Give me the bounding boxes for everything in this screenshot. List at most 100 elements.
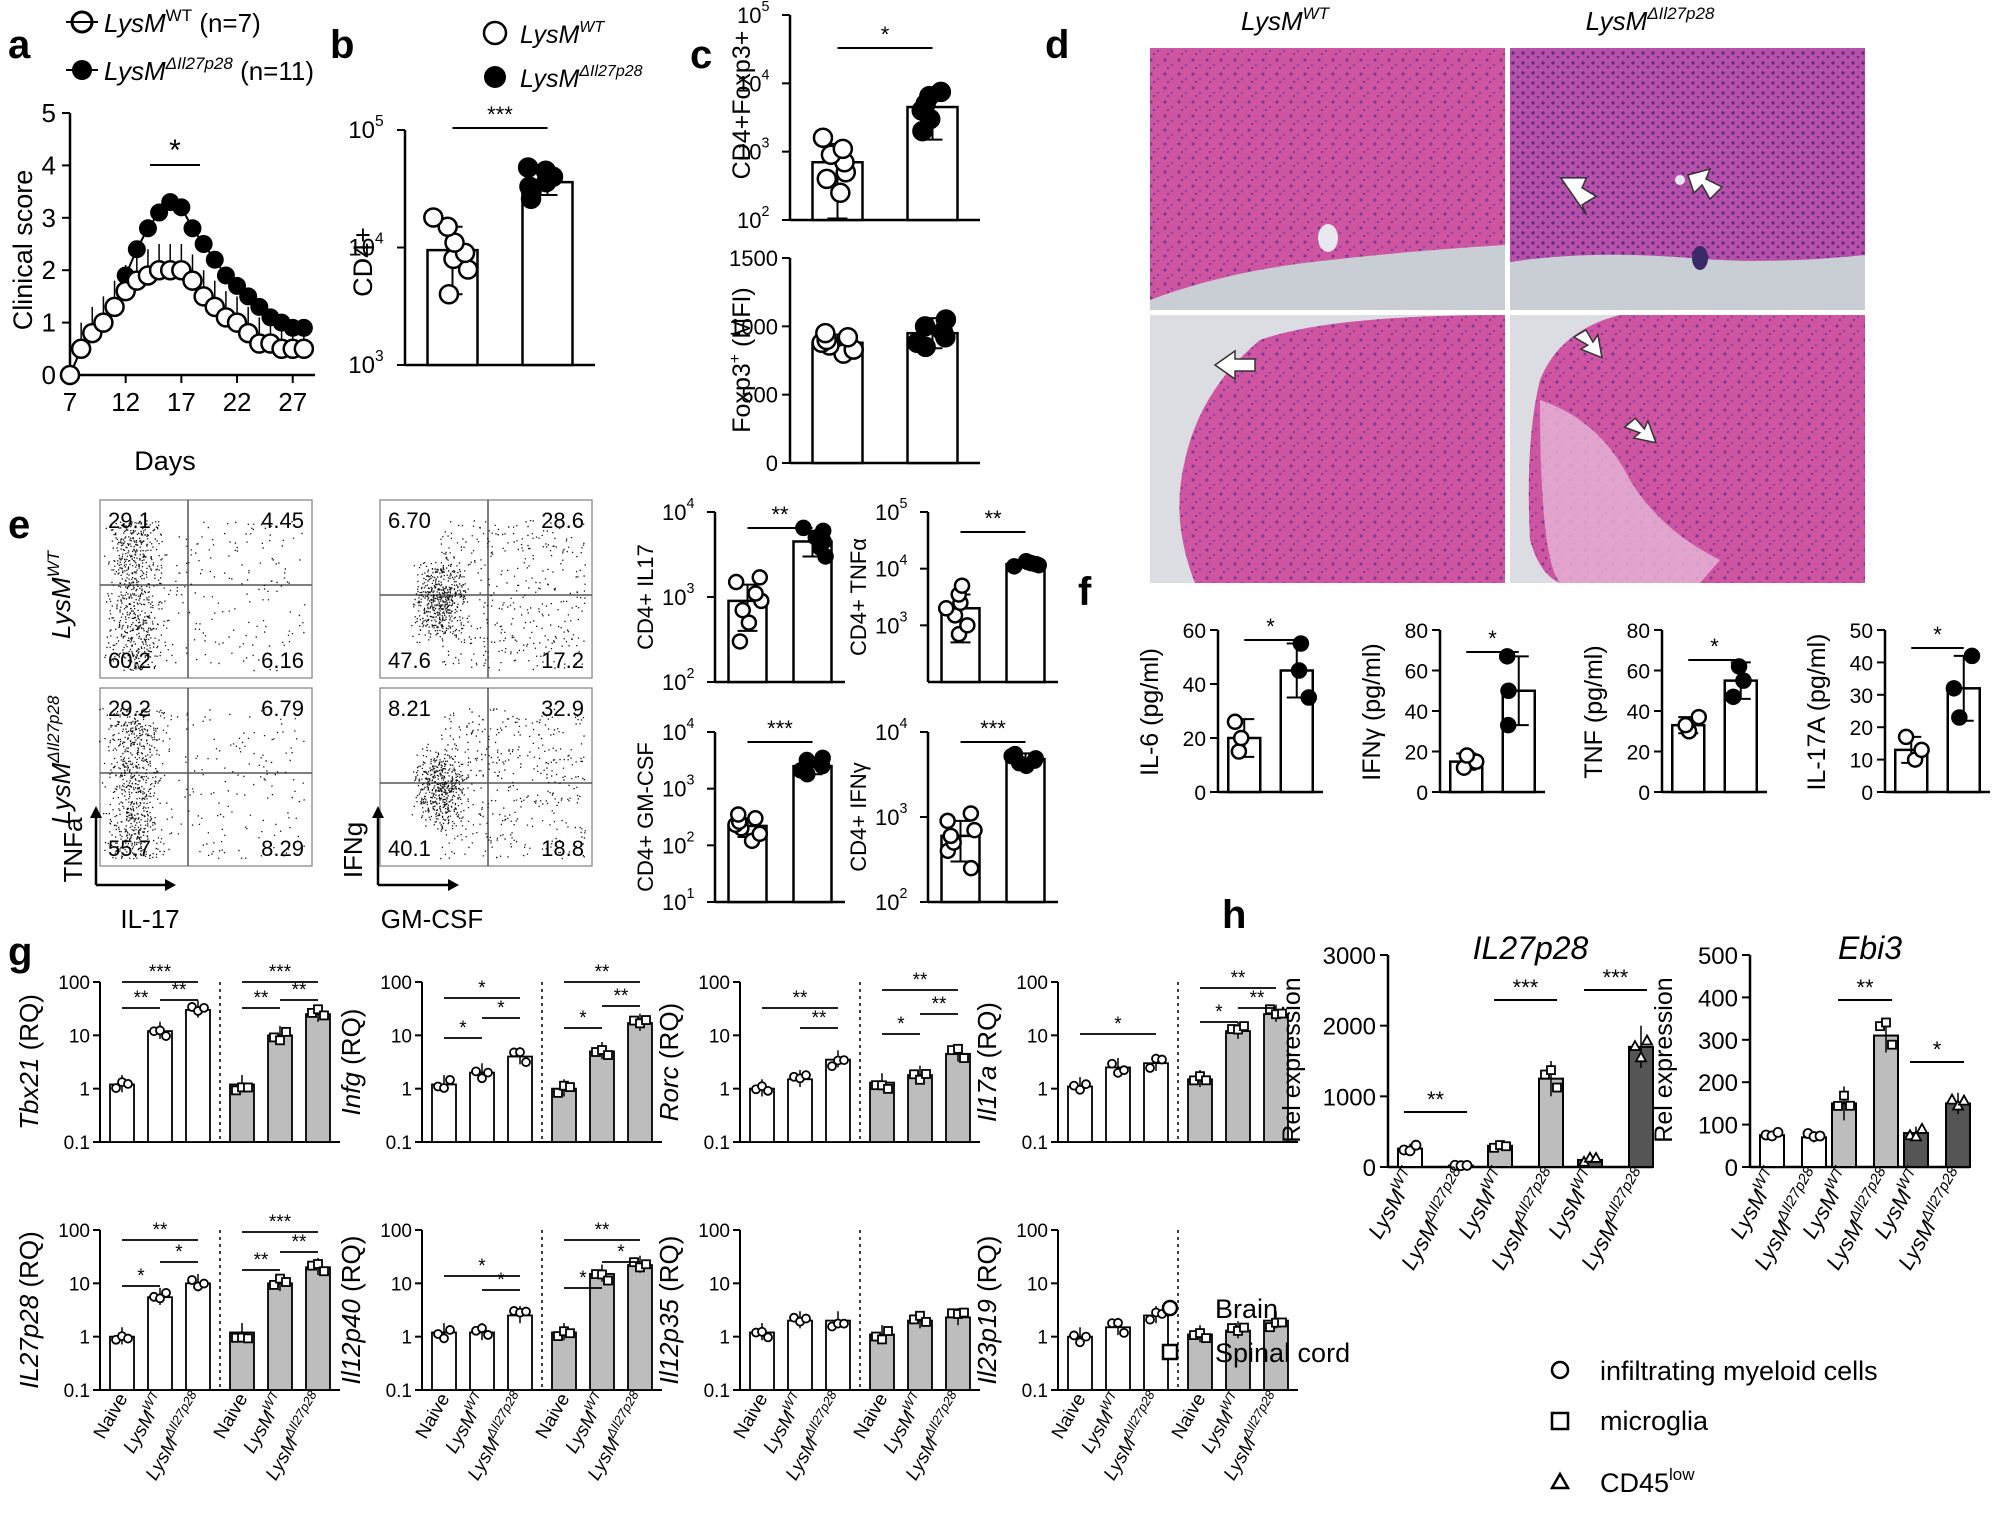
y-tick-label: 0 — [1638, 782, 1650, 805]
y-tick-label: 104 — [662, 716, 694, 745]
data-point — [1107, 1058, 1117, 1069]
y-tick-label: 104 — [662, 496, 694, 525]
data-point — [1195, 1328, 1205, 1338]
data-point — [1292, 635, 1310, 652]
data-point — [930, 81, 952, 103]
flow-plot-frame — [99, 687, 313, 867]
expression-bar — [267, 1282, 293, 1391]
y-tick-label: 103 — [875, 609, 907, 638]
data-point — [445, 1325, 455, 1335]
data-point — [565, 1082, 575, 1093]
data-point — [827, 1061, 837, 1072]
significance-stars: ** — [913, 970, 928, 991]
data-point — [883, 1083, 893, 1094]
data-point — [603, 1275, 613, 1286]
data-point — [439, 1083, 449, 1093]
quadrant-percent: 47.6 — [388, 648, 431, 673]
panel-letter-e: e — [8, 503, 30, 547]
legend-ko-label: LysMΔIl27p28 (n=11) — [104, 54, 314, 86]
y-tick-label: 100 — [380, 973, 412, 994]
significance-stars: * — [497, 998, 505, 1019]
data-point — [1945, 1092, 1959, 1105]
expression-bar — [147, 1030, 173, 1143]
quadrant-percent: 40.1 — [388, 836, 431, 861]
quadrant-percent: 29.1 — [108, 508, 151, 533]
significance-stars: ** — [292, 980, 307, 1001]
data-point — [1772, 1127, 1784, 1138]
data-point — [1458, 747, 1476, 764]
data-point — [1145, 1314, 1155, 1325]
y-tick-label: 102 — [662, 829, 694, 858]
expression-bar — [431, 1083, 457, 1143]
expression-bar — [627, 1022, 653, 1143]
data-point — [1957, 1093, 1971, 1106]
data-point — [1546, 1065, 1556, 1076]
data-point — [959, 1307, 969, 1318]
y-tick-label: 10 — [69, 1026, 90, 1047]
expression-bar — [945, 1316, 971, 1391]
data-point — [962, 859, 980, 877]
data-point — [517, 157, 539, 178]
expression-bar — [589, 1050, 615, 1143]
significance-stars: ** — [292, 1232, 307, 1253]
y-tick-label: 5 — [42, 98, 56, 128]
data-point — [747, 585, 764, 602]
ko-data-point — [172, 198, 191, 217]
data-point — [814, 522, 832, 540]
panel-d: d LysMWT LysMΔIl27p28 — [1045, 4, 1865, 583]
y-tick-label: 0 — [1725, 1155, 1738, 1182]
data-point — [915, 1074, 925, 1085]
data-point — [1277, 1008, 1287, 1019]
data-point — [521, 1306, 531, 1317]
data-point — [1887, 1039, 1897, 1050]
flow-xlabel-1: IL-17 — [120, 904, 179, 934]
y-tick-label: 0 — [1194, 782, 1206, 805]
data-point — [161, 1031, 171, 1041]
y-tick-label: 20 — [1627, 742, 1650, 765]
y-tick-label: 0.1 — [386, 1381, 412, 1402]
data-point — [155, 1025, 165, 1036]
y-tick-label: 0.1 — [64, 1133, 90, 1154]
significance-stars: ** — [172, 980, 187, 1001]
data-point — [1027, 750, 1044, 767]
wt-data-point — [70, 338, 92, 360]
legend-microglia-label: microglia — [1600, 1406, 1709, 1436]
data-point — [1730, 658, 1748, 675]
data-point — [1634, 1050, 1648, 1063]
flow-plot-frame — [99, 499, 313, 679]
y-tick-label: 40 — [1183, 674, 1206, 697]
data-point — [1552, 1082, 1562, 1093]
data-point — [1690, 708, 1708, 726]
flow-row-wt: LysMWT — [44, 549, 76, 639]
data-point — [1075, 1337, 1085, 1348]
data-point — [161, 1287, 171, 1298]
data-point — [603, 1050, 613, 1060]
y-tick-label: 0 — [1363, 1155, 1376, 1182]
panel-letter-g: g — [8, 930, 32, 974]
significance-stars: * — [579, 1008, 587, 1029]
data-point — [281, 1026, 291, 1037]
significance-stars: * — [1266, 614, 1275, 639]
dotplot-ylabel: CD4+ IFNγ — [846, 762, 871, 871]
significance-stars: *** — [767, 716, 793, 741]
data-point — [1915, 1122, 1929, 1134]
data-point — [909, 1069, 919, 1080]
significance-stars: * — [1488, 626, 1497, 651]
panel-letter-c: c — [690, 33, 712, 77]
data-point — [123, 1079, 133, 1089]
data-point — [906, 332, 928, 353]
data-point — [275, 1035, 285, 1046]
y-tick-label: 102 — [737, 204, 769, 233]
significance-stars: *** — [269, 1212, 292, 1233]
expression-bar — [469, 1331, 495, 1391]
wt-data-point — [182, 270, 203, 291]
data-point — [801, 1313, 811, 1324]
legend-microglia-marker — [1550, 1411, 1570, 1431]
ko-data-point — [194, 235, 213, 253]
data-point — [801, 1070, 811, 1081]
